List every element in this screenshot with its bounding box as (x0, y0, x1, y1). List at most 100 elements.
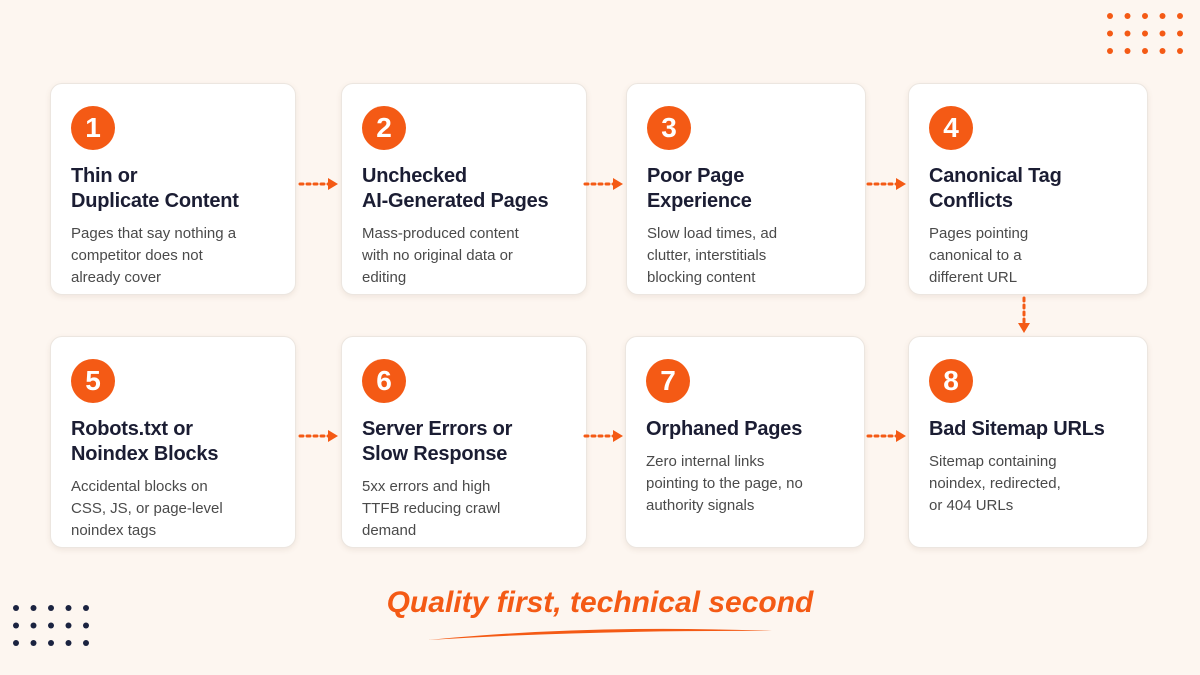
step-title: Server Errors or Slow Response (362, 417, 568, 467)
decor-dot (1177, 13, 1183, 19)
step-title-line: Bad Sitemap URLs (929, 418, 1105, 440)
step-title: Orphaned Pages (646, 417, 846, 442)
decor-dot (48, 622, 54, 629)
desc-line: authority signals (646, 497, 755, 514)
step-card-5: 5 Robots.txt or Noindex Blocks Accidenta… (50, 336, 296, 548)
desc-line: Sitemap containing (929, 453, 1057, 470)
tagline: Quality first, technical second (386, 586, 814, 619)
desc-line: CSS, JS, or page-level (71, 500, 223, 517)
desc-line: pointing to the page, no (646, 475, 803, 492)
step-title-line: Orphaned Pages (646, 418, 803, 440)
step-title: Bad Sitemap URLs (929, 417, 1129, 442)
decor-dot (1107, 30, 1113, 37)
decor-dot (30, 622, 37, 629)
desc-line: Pages that say nothing a (71, 225, 237, 242)
step-title: Canonical Tag Conflicts (929, 164, 1129, 214)
desc-line: already cover (71, 269, 162, 286)
decor-dot (48, 640, 54, 646)
desc-line: with no original data or (362, 247, 513, 264)
decor-dot (83, 640, 89, 646)
step-card-7: 7 Orphaned Pages Zero internal links poi… (625, 336, 865, 548)
desc-line: editing (362, 269, 407, 286)
step-title-line: Experience (647, 190, 752, 212)
decor-dot (1124, 13, 1131, 19)
step-title-line: Duplicate Content (71, 190, 239, 212)
step-description: Accidental blocks on CSS, JS, or page-le… (71, 476, 277, 542)
step-number-badge: 5 (71, 359, 115, 403)
decor-dot (65, 640, 72, 646)
desc-line: noindex, redirected, (929, 475, 1061, 492)
decor-dot (1159, 30, 1166, 37)
decor-dot (48, 605, 54, 611)
step-title-line: Thin or (71, 165, 138, 187)
decor-dot (1159, 48, 1166, 54)
step-number-badge: 1 (71, 106, 115, 150)
desc-line: blocking content (647, 269, 756, 286)
desc-line: Mass-produced content (362, 225, 519, 242)
underline-swoosh (428, 628, 772, 640)
desc-line: Accidental blocks on (71, 478, 208, 495)
step-title: Robots.txt or Noindex Blocks (71, 417, 277, 467)
step-description: Zero internal links pointing to the page… (646, 451, 846, 517)
decor-dot (1159, 13, 1166, 19)
step-description: Sitemap containing noindex, redirected, … (929, 451, 1129, 517)
decor-dot (13, 605, 19, 611)
desc-line: or 404 URLs (929, 497, 1014, 514)
decor-dot (30, 605, 37, 611)
arrow-right-icon (583, 430, 623, 442)
navy-dot-grid (13, 605, 89, 646)
step-number-badge: 2 (362, 106, 406, 150)
step-card-1: 1 Thin or Duplicate Content Pages that s… (50, 83, 296, 295)
decor-dot (65, 622, 72, 629)
step-title: Thin or Duplicate Content (71, 164, 277, 214)
step-number-badge: 7 (646, 359, 690, 403)
desc-line: competitor does not (71, 247, 203, 264)
decor-dot (65, 605, 72, 611)
decor-dot (83, 622, 89, 629)
step-number-badge: 6 (362, 359, 406, 403)
desc-line: Pages pointing (929, 225, 1029, 242)
step-title-line: Conflicts (929, 190, 1013, 212)
decor-dot (1142, 13, 1148, 19)
decor-dot (1177, 48, 1183, 54)
step-title-line: Noindex Blocks (71, 443, 219, 465)
desc-line: TTFB reducing crawl (362, 500, 501, 517)
desc-line: clutter, interstitials (647, 247, 767, 264)
decor-dot (1124, 30, 1131, 37)
decor-dot (1107, 13, 1113, 19)
decor-dot (1177, 30, 1183, 37)
arrow-right-icon (866, 178, 906, 190)
decor-dot (1142, 48, 1148, 54)
arrow-down-icon (1018, 296, 1030, 333)
orange-dot-grid (1107, 13, 1183, 54)
decor-dot (30, 640, 37, 646)
arrow-right-icon (298, 430, 338, 442)
desc-line: different URL (929, 269, 1018, 286)
step-number-badge: 8 (929, 359, 973, 403)
step-description: Slow load times, ad clutter, interstitia… (647, 223, 847, 289)
step-number-badge: 3 (647, 106, 691, 150)
step-description: 5xx errors and high TTFB reducing crawl … (362, 476, 568, 542)
step-title-line: Poor Page (647, 165, 745, 187)
decor-dot (13, 622, 19, 629)
desc-line: Slow load times, ad (647, 225, 778, 242)
decor-dot (13, 640, 19, 646)
desc-line: noindex tags (71, 522, 157, 539)
step-title-line: AI-Generated Pages (362, 190, 549, 212)
step-card-4: 4 Canonical Tag Conflicts Pages pointing… (908, 83, 1148, 295)
step-card-2: 2 Unchecked AI-Generated Pages Mass-prod… (341, 83, 587, 295)
decor-dot (83, 605, 89, 611)
step-title-line: Slow Response (362, 443, 508, 465)
step-title-line: Server Errors or (362, 418, 513, 440)
step-title-line: Unchecked (362, 165, 467, 187)
step-card-8: 8 Bad Sitemap URLs Sitemap containing no… (908, 336, 1148, 548)
decor-dot (1107, 48, 1113, 54)
step-title: Unchecked AI-Generated Pages (362, 164, 568, 214)
desc-line: canonical to a (929, 247, 1022, 264)
step-title-line: Robots.txt or (71, 418, 193, 440)
step-description: Pages pointing canonical to a different … (929, 223, 1129, 289)
step-card-6: 6 Server Errors or Slow Response 5xx err… (341, 336, 587, 548)
decor-dot (1142, 30, 1148, 37)
desc-line: 5xx errors and high (362, 478, 491, 495)
step-card-3: 3 Poor Page Experience Slow load times, … (626, 83, 866, 295)
